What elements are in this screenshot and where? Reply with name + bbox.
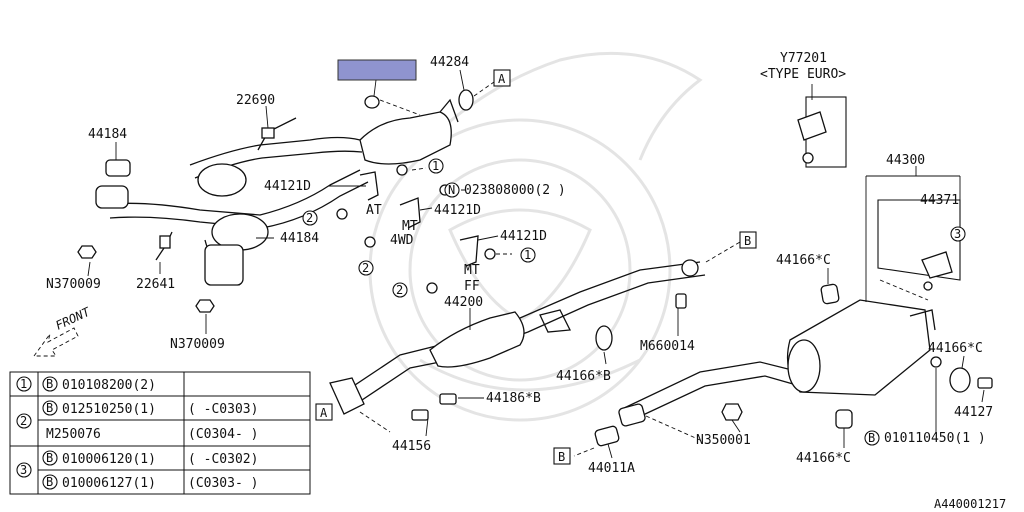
highlighted-part-marker[interactable] bbox=[337, 59, 417, 81]
hanger-brackets[interactable] bbox=[336, 164, 496, 294]
svg-text:B: B bbox=[46, 377, 53, 391]
svg-text:010108200(2): 010108200(2) bbox=[62, 378, 156, 393]
legend-row-1: 1 B 010108200(2) bbox=[16, 376, 156, 393]
front-exhaust-pipe-assembly[interactable] bbox=[95, 136, 369, 286]
legend-row-4: 3 B 010006120(1) ( -C0302) bbox=[16, 450, 258, 478]
svg-text:2: 2 bbox=[20, 414, 27, 428]
svg-text:B: B bbox=[46, 451, 53, 465]
figure-code: A440001217 bbox=[934, 497, 1006, 511]
nut-n370009-group[interactable] bbox=[77, 245, 215, 313]
callout-n[interactable]: N bbox=[444, 182, 460, 198]
legend-table: 1 B 010108200(2) 2 B 012510250(1) ( -C03… bbox=[9, 371, 311, 495]
watermark-emblem bbox=[368, 51, 703, 422]
svg-text:1: 1 bbox=[20, 377, 27, 391]
svg-text:B: B bbox=[46, 475, 53, 489]
callout-2-c[interactable]: 2 bbox=[392, 282, 408, 298]
euro-type-bracket-part[interactable] bbox=[797, 96, 847, 168]
label-023808000: 023808000(2 ) bbox=[464, 183, 566, 198]
svg-text:012510250(1): 012510250(1) bbox=[62, 402, 156, 417]
svg-text:1: 1 bbox=[432, 159, 439, 173]
label-44200: 44200 bbox=[444, 295, 483, 310]
svg-text:2: 2 bbox=[362, 261, 369, 275]
label-44284: 44284 bbox=[430, 55, 469, 70]
svg-text:1: 1 bbox=[524, 248, 531, 262]
svg-text:3: 3 bbox=[20, 463, 27, 477]
label-44371: 44371 bbox=[920, 193, 959, 208]
label-44011a: 44011A bbox=[588, 461, 635, 476]
callout-2-b[interactable]: 2 bbox=[358, 260, 374, 276]
svg-text:( -C0302): ( -C0302) bbox=[188, 452, 258, 467]
svg-text:( -C0303): ( -C0303) bbox=[188, 402, 258, 417]
label-22690: 22690 bbox=[236, 93, 275, 108]
center-exhaust-pipe[interactable] bbox=[329, 259, 706, 415]
label-n350001: N350001 bbox=[696, 433, 751, 448]
callout-b-010110450[interactable]: B bbox=[864, 430, 880, 446]
svg-text:2: 2 bbox=[396, 283, 403, 297]
catalytic-converter[interactable] bbox=[359, 89, 474, 165]
oxygen-sensor-rear[interactable] bbox=[155, 231, 173, 261]
svg-text:(C0303- ): (C0303- ) bbox=[188, 476, 258, 491]
label-ff: FF bbox=[464, 279, 480, 294]
label-44166c-bottom: 44166*C bbox=[796, 451, 851, 466]
label-4wd: 4WD bbox=[390, 233, 414, 248]
label-y77201: Y77201 bbox=[780, 51, 827, 66]
legend-row-5: B 010006127(1) (C0303- ) bbox=[42, 474, 258, 491]
label-44184-mid: 44184 bbox=[280, 231, 319, 246]
label-44156: 44156 bbox=[392, 439, 431, 454]
bolt-group-44156[interactable] bbox=[411, 293, 687, 421]
ref-mark-b-bottom[interactable]: B bbox=[553, 447, 571, 465]
svg-text:(C0304- ): (C0304- ) bbox=[188, 427, 258, 442]
label-44121d-third: 44121D bbox=[500, 229, 547, 244]
callout-2-a[interactable]: 2 bbox=[302, 210, 318, 226]
label-010110450: 010110450(1 ) bbox=[884, 431, 986, 446]
callout-3[interactable]: 3 bbox=[950, 226, 966, 242]
label-m660014: M660014 bbox=[640, 339, 695, 354]
label-44166c-top: 44166*C bbox=[776, 253, 831, 268]
ref-mark-b-top[interactable]: B bbox=[739, 231, 757, 249]
svg-text:N: N bbox=[448, 183, 455, 197]
svg-text:A: A bbox=[320, 406, 328, 420]
nut-icon bbox=[364, 95, 380, 109]
label-44166c-right: 44166*C bbox=[928, 341, 983, 356]
flange-front bbox=[329, 377, 365, 415]
front-direction-arrow: FRONT bbox=[33, 304, 93, 357]
svg-text:010006127(1): 010006127(1) bbox=[62, 476, 156, 491]
svg-text:B: B bbox=[558, 450, 565, 464]
label-44186b: 44186*B bbox=[486, 391, 541, 406]
svg-text:A: A bbox=[498, 72, 506, 86]
callout-1-lower[interactable]: 1 bbox=[520, 247, 536, 263]
label-at: AT bbox=[366, 203, 382, 218]
svg-text:2: 2 bbox=[306, 211, 313, 225]
svg-text:M250076: M250076 bbox=[46, 427, 101, 442]
legend-row-2: 2 B 012510250(1) ( -C0303) bbox=[16, 400, 258, 429]
rear-muffler-assembly[interactable] bbox=[594, 283, 993, 447]
ref-mark-a-top[interactable]: A bbox=[493, 69, 511, 87]
label-44121d-first: 44121D bbox=[264, 179, 311, 194]
leader-lines bbox=[87, 69, 985, 459]
label-44300: 44300 bbox=[886, 153, 925, 168]
label-n370009-b: N370009 bbox=[170, 337, 225, 352]
gasket-ring-icon bbox=[458, 89, 474, 111]
label-type-euro: <TYPE EURO> bbox=[760, 67, 846, 82]
svg-text:B: B bbox=[46, 401, 53, 415]
svg-text:3: 3 bbox=[954, 227, 961, 241]
svg-text:010006120(1): 010006120(1) bbox=[62, 452, 156, 467]
legend-row-3: M250076 (C0304- ) bbox=[46, 427, 258, 442]
svg-text:B: B bbox=[868, 431, 875, 445]
callout-1-upper[interactable]: 1 bbox=[428, 158, 444, 174]
label-22641: 22641 bbox=[136, 277, 175, 292]
subassembly-44371[interactable] bbox=[877, 199, 961, 291]
ref-mark-a-bottom[interactable]: A bbox=[315, 403, 333, 421]
label-44127: 44127 bbox=[954, 405, 993, 420]
label-mt-2: MT bbox=[464, 263, 480, 278]
label-44121d-second: 44121D bbox=[434, 203, 481, 218]
svg-text:B: B bbox=[744, 234, 751, 248]
label-44184-top: 44184 bbox=[88, 127, 127, 142]
label-n370009-a: N370009 bbox=[46, 277, 101, 292]
label-44166b: 44166*B bbox=[556, 369, 611, 384]
label-mt-1: MT bbox=[402, 219, 418, 234]
